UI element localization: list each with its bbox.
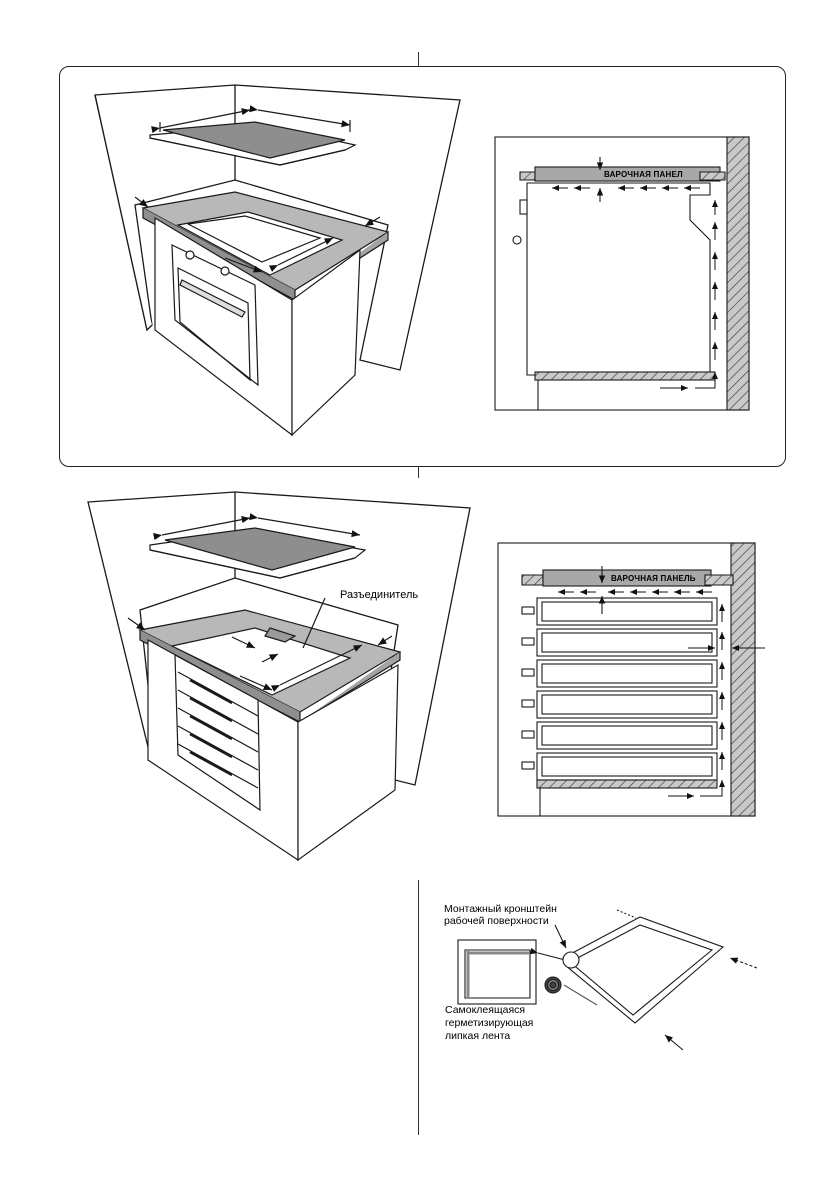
hob-floating <box>149 105 357 166</box>
cabinet-with-drawers <box>147 638 399 862</box>
tape-label-line3: липкая лента <box>445 1030 511 1042</box>
separator-label: Разъединитель <box>340 589 419 601</box>
section-oven <box>494 136 750 411</box>
center-divider-top <box>418 52 419 66</box>
center-divider-bottom <box>418 880 419 1135</box>
tape-label-line1: Самоклеящаяся <box>445 1004 526 1016</box>
countertop-2 <box>127 597 402 723</box>
bracket-label-line2: рабочей поверхности <box>444 915 549 927</box>
bracket-label-line1: Монтажный кронштейн <box>444 903 557 915</box>
cabinet-with-oven <box>154 216 361 437</box>
hob-panel-label-1: ВАРОЧНАЯ ПАНЕЛ <box>604 170 683 179</box>
section-drawers <box>497 542 765 817</box>
tape-label-line2: герметизирующая <box>445 1017 534 1029</box>
center-divider-mid <box>418 466 419 478</box>
corner-walls <box>94 84 461 371</box>
hob-panel-label-2: ВАРОЧНАЯ ПАНЕЛЬ <box>611 574 696 583</box>
hob-floating-2 <box>149 513 367 579</box>
sealing-detail <box>457 909 758 1051</box>
